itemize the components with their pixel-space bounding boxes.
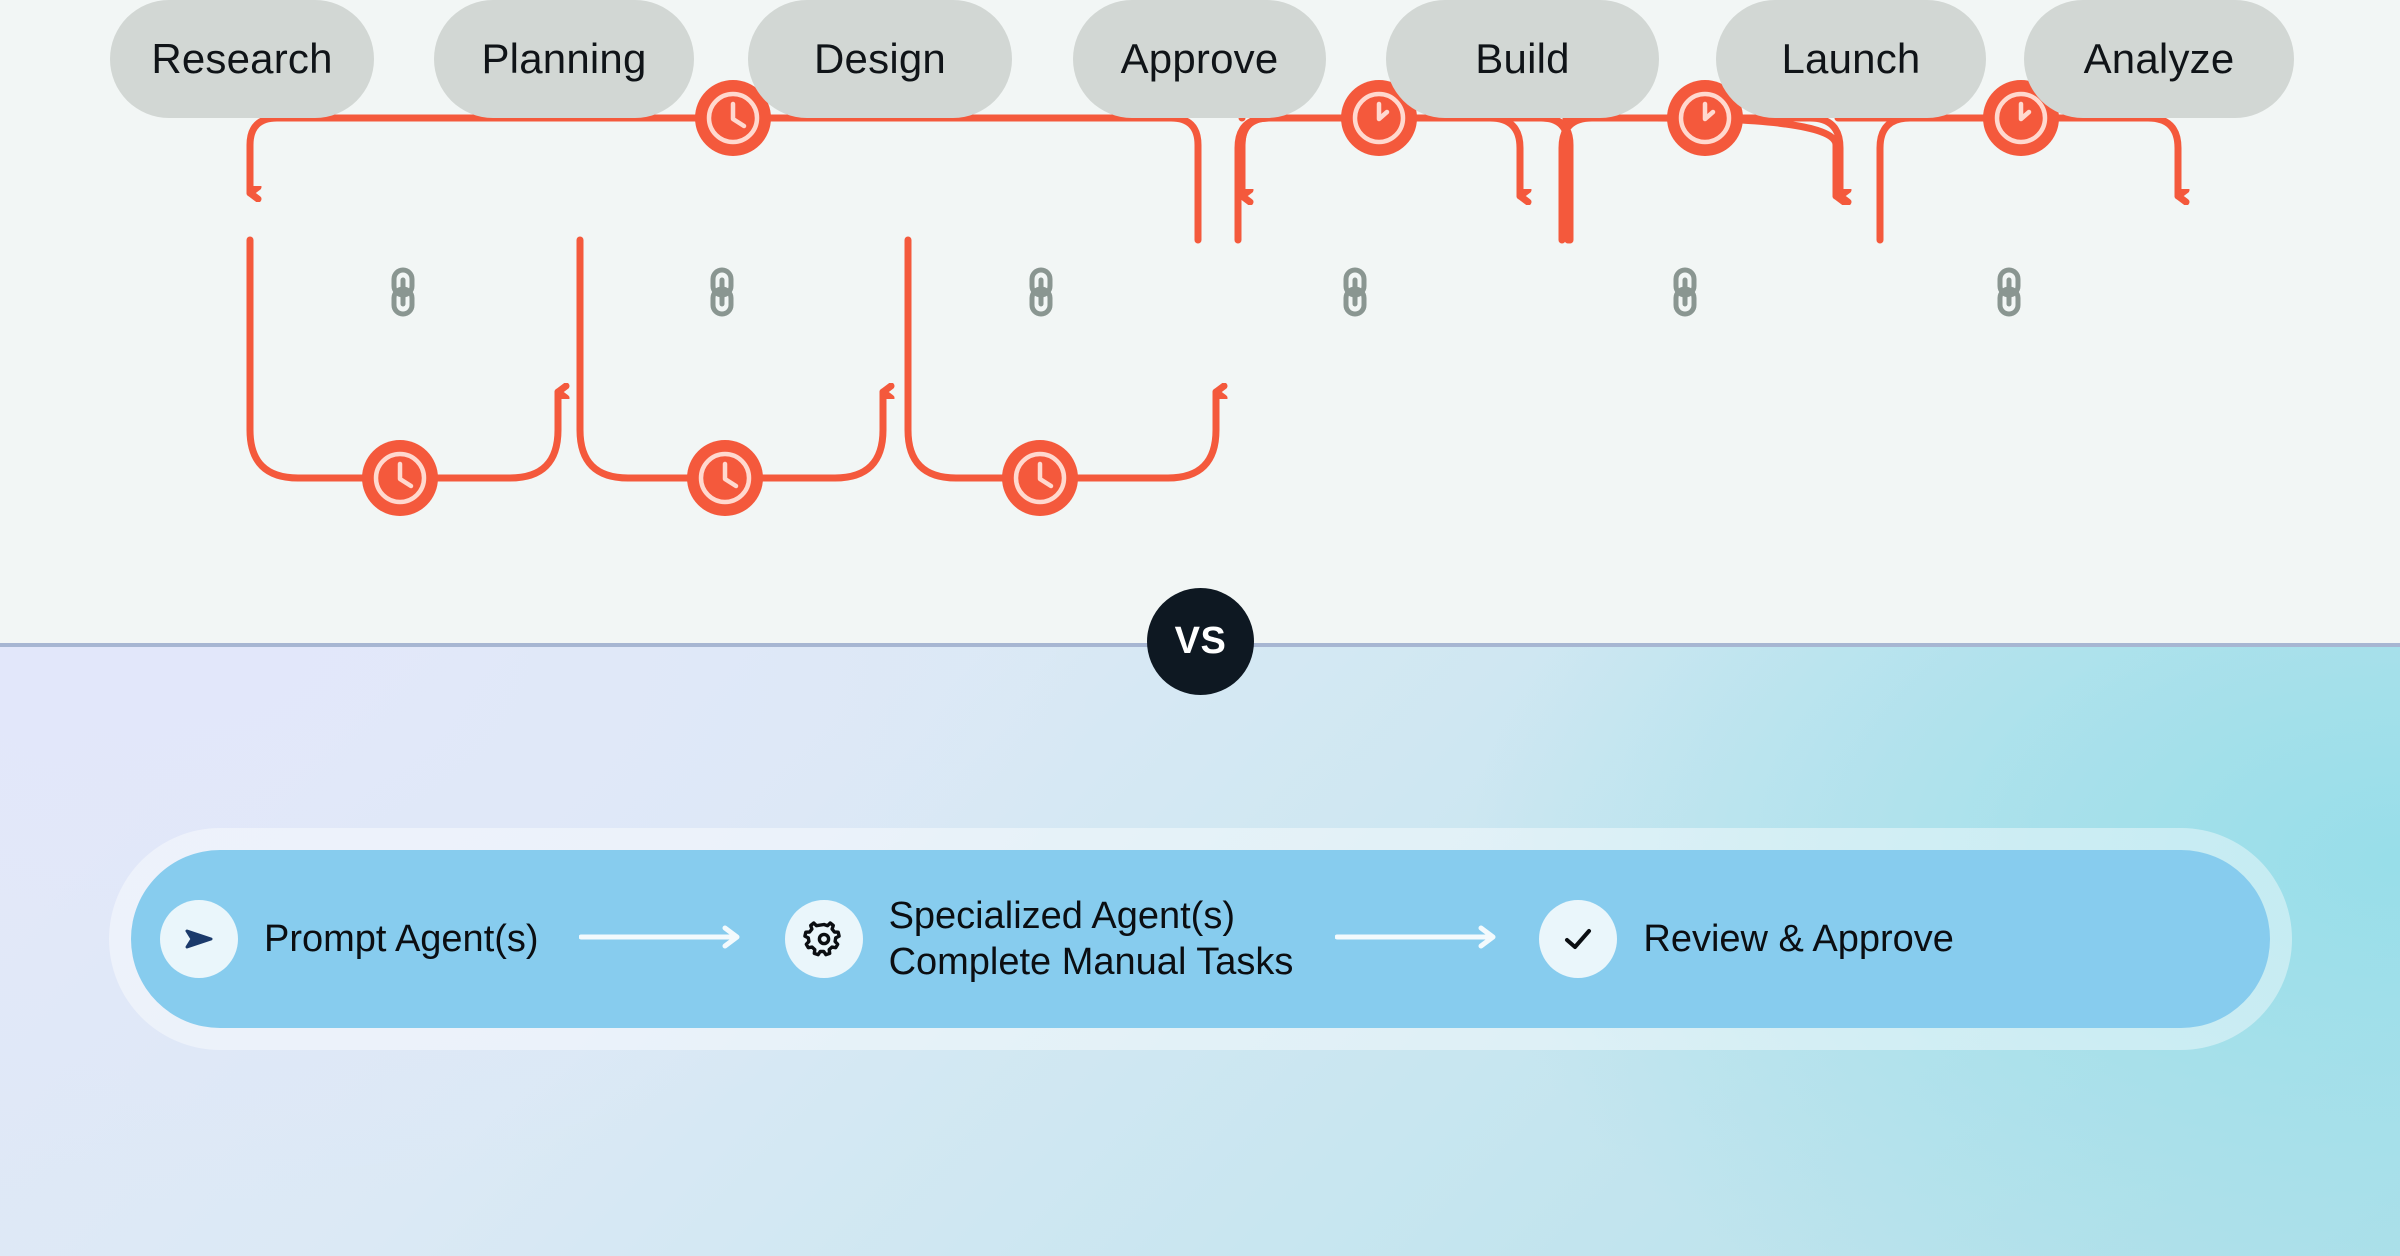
vs-badge: VS bbox=[1147, 588, 1254, 695]
clock-icon bbox=[1667, 80, 1743, 156]
stage-pill-planning[interactable]: Planning bbox=[434, 0, 694, 118]
agent-step-review-label: Review & Approve bbox=[1643, 917, 1954, 960]
flow-connectors bbox=[246, 80, 2400, 516]
stage-pill-approve[interactable]: Approve bbox=[1073, 0, 1326, 118]
link-icon bbox=[391, 267, 415, 317]
vs-label: VS bbox=[1174, 620, 1227, 662]
arrow-right-icon bbox=[1334, 924, 1505, 955]
stage-pill-build[interactable]: Build bbox=[1386, 0, 1659, 118]
stage-pill-launch[interactable]: Launch bbox=[1716, 0, 1986, 118]
agent-step-review[interactable]: Review & Approve bbox=[1539, 900, 1954, 978]
link-icon bbox=[1343, 267, 1367, 317]
link-icon bbox=[1029, 267, 1053, 317]
agent-flow-bar: Prompt Agent(s) Specialized Agent(s) Com… bbox=[131, 850, 2270, 1028]
agent-step-prompt-label: Prompt Agent(s) bbox=[264, 917, 539, 960]
clock-icon bbox=[687, 440, 763, 516]
agent-step-specialized-label: Specialized Agent(s) Complete Manual Tas… bbox=[888, 894, 1294, 983]
agent-step-specialized[interactable]: Specialized Agent(s) Complete Manual Tas… bbox=[784, 893, 1294, 986]
clock-icon bbox=[362, 440, 438, 516]
clock-icon bbox=[1002, 440, 1078, 516]
link-icon bbox=[1673, 267, 1697, 317]
manual-workflow-panel: Research Planning Design Approve Build L… bbox=[0, 0, 2400, 643]
link-icon bbox=[1997, 267, 2021, 317]
clock-icon bbox=[1341, 80, 1417, 156]
gear-icon bbox=[784, 900, 863, 978]
stage-pill-analyze[interactable]: Analyze bbox=[2024, 0, 2294, 118]
stage-pill-research[interactable]: Research bbox=[110, 0, 374, 118]
stage-pill-design[interactable]: Design bbox=[748, 0, 1012, 118]
link-icon bbox=[710, 267, 734, 317]
clock-icon bbox=[695, 80, 771, 156]
check-icon bbox=[1539, 900, 1618, 978]
arrow-right-icon bbox=[578, 924, 749, 955]
send-icon bbox=[160, 900, 238, 978]
agent-step-prompt[interactable]: Prompt Agent(s) bbox=[160, 900, 539, 978]
